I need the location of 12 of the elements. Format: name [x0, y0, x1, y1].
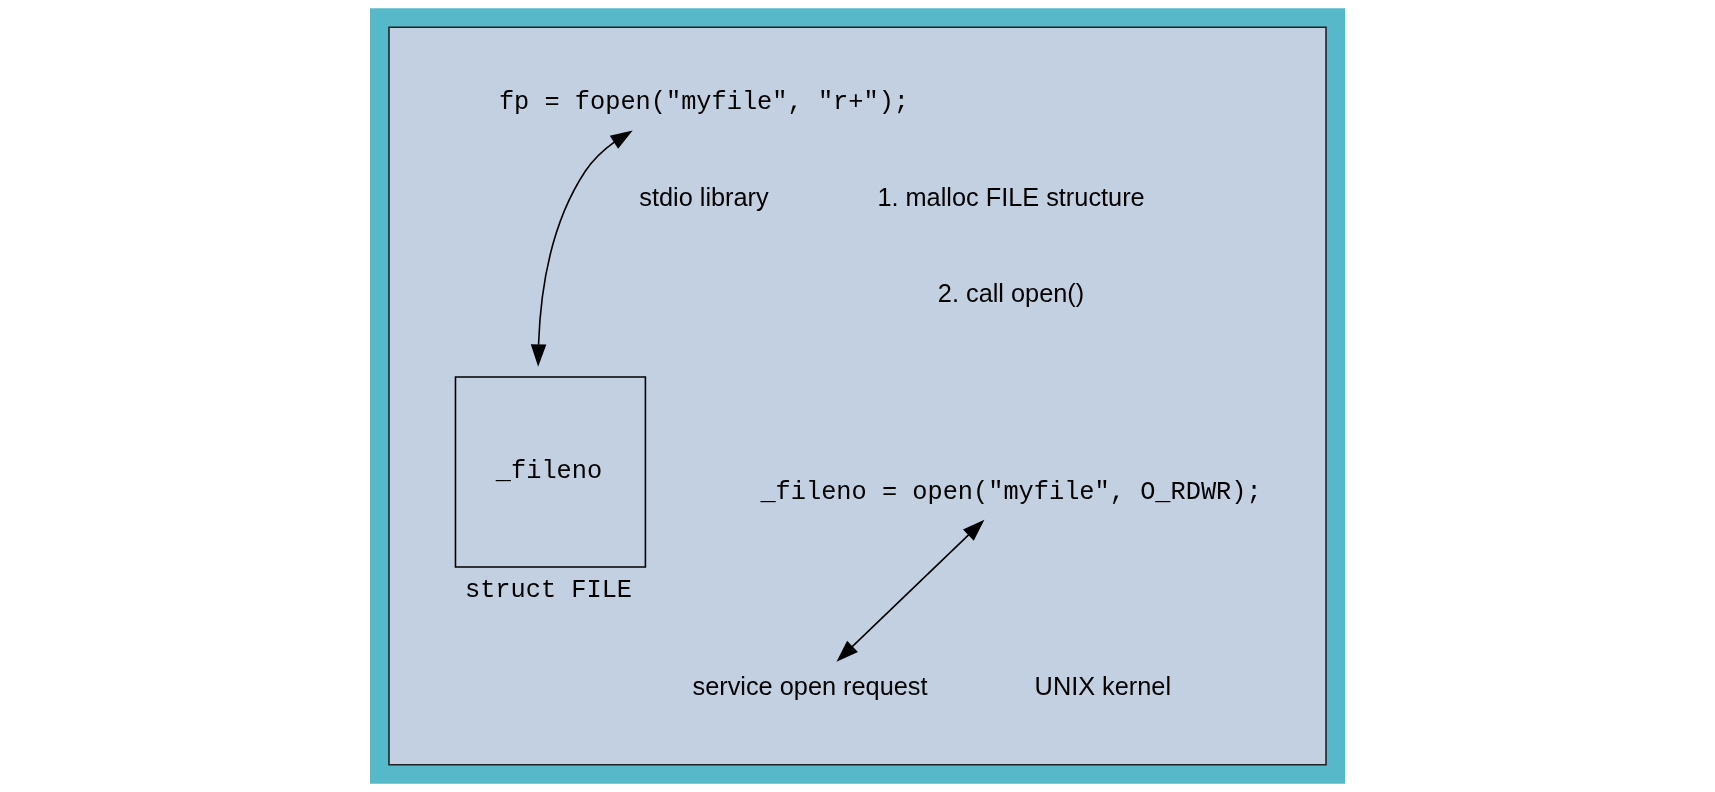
node-text: fp = fopen("myfile", "r+");: [498, 88, 910, 118]
cluster: [388, 26, 1327, 766]
label: 2. call open(): [937, 279, 1085, 308]
node-text: service open request: [692, 671, 928, 700]
label: 1. malloc FILE structure: [877, 182, 1145, 211]
label: stdio library: [639, 182, 769, 211]
node-text: _fileno = open("myfile", O_RDWR);: [760, 477, 1262, 507]
node-label: struct FILE: [464, 575, 633, 605]
node-box: _fileno: [454, 376, 647, 568]
arrow: [530, 130, 633, 367]
arrow: [836, 519, 985, 662]
label: UNIX kernel: [1034, 671, 1172, 700]
